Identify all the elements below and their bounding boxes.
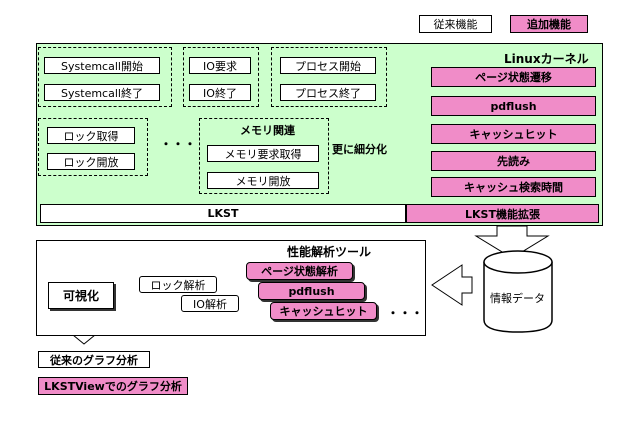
- lock-release-event: ロック開放: [47, 153, 135, 170]
- lock-acquire-event: ロック取得: [47, 127, 135, 144]
- memory-group: [199, 118, 329, 194]
- memory-group-title: メモリ関連: [240, 124, 295, 137]
- added-event-cache-search-time: キャッシュ検索時間: [431, 177, 596, 197]
- io-end-event: IO終了: [189, 84, 251, 101]
- syscall-group: [38, 47, 172, 107]
- lock-group: [38, 118, 148, 176]
- left-arrow-to-tools-icon: [431, 264, 473, 306]
- io-analysis-box: IO解析: [181, 295, 239, 312]
- lkst-extension-bar: LKST機能拡張: [406, 204, 599, 223]
- memory-request-event: メモリ要求取得: [207, 145, 319, 162]
- legend-added: 追加機能: [510, 15, 588, 33]
- lkst-bar: LKST: [40, 204, 406, 223]
- database-top-icon: [483, 250, 553, 274]
- syscall-start-event: Systemcall開始: [44, 57, 160, 74]
- process-end-event: プロセス終了: [280, 84, 376, 101]
- output-lkstview-graph: LKSTViewでのグラフ分析: [38, 377, 188, 395]
- page-analysis-box: ページ状態解析: [246, 262, 353, 280]
- lock-analysis-box: ロック解析: [139, 276, 217, 293]
- visualize-box: 可視化: [48, 282, 114, 309]
- kernel-ellipsis: ・・・: [160, 137, 197, 151]
- added-event-cache-hit: キャッシュヒット: [431, 124, 596, 144]
- io-group: [183, 47, 259, 107]
- database-label: 情報データ: [490, 292, 545, 305]
- memory-release-event: メモリ開放: [207, 172, 319, 189]
- cache-hit-analysis-box: キャッシュヒット: [270, 302, 377, 320]
- database-cylinder-icon: [483, 262, 553, 333]
- output-existing-graph: 従来のグラフ分析: [38, 351, 150, 368]
- added-event-pdflush: pdflush: [431, 96, 596, 116]
- kernel-title: Linuxカーネル: [504, 52, 589, 66]
- tools-title: 性能解析ツール: [287, 245, 372, 259]
- down-arrow-to-db-icon: [474, 225, 550, 259]
- subdivide-label: 更に細分化: [332, 143, 387, 156]
- added-event-readahead: 先読み: [431, 151, 596, 171]
- legend-existing: 従来機能: [419, 15, 492, 33]
- pdflush-analysis-box: pdflush: [258, 282, 365, 300]
- added-event-page-state: ページ状態遷移: [431, 67, 596, 87]
- tools-ellipsis: ・・・: [387, 306, 424, 320]
- process-start-event: プロセス開始: [280, 57, 376, 74]
- process-group: [271, 47, 387, 107]
- syscall-end-event: Systemcall終了: [44, 84, 160, 101]
- io-request-event: IO要求: [189, 57, 251, 74]
